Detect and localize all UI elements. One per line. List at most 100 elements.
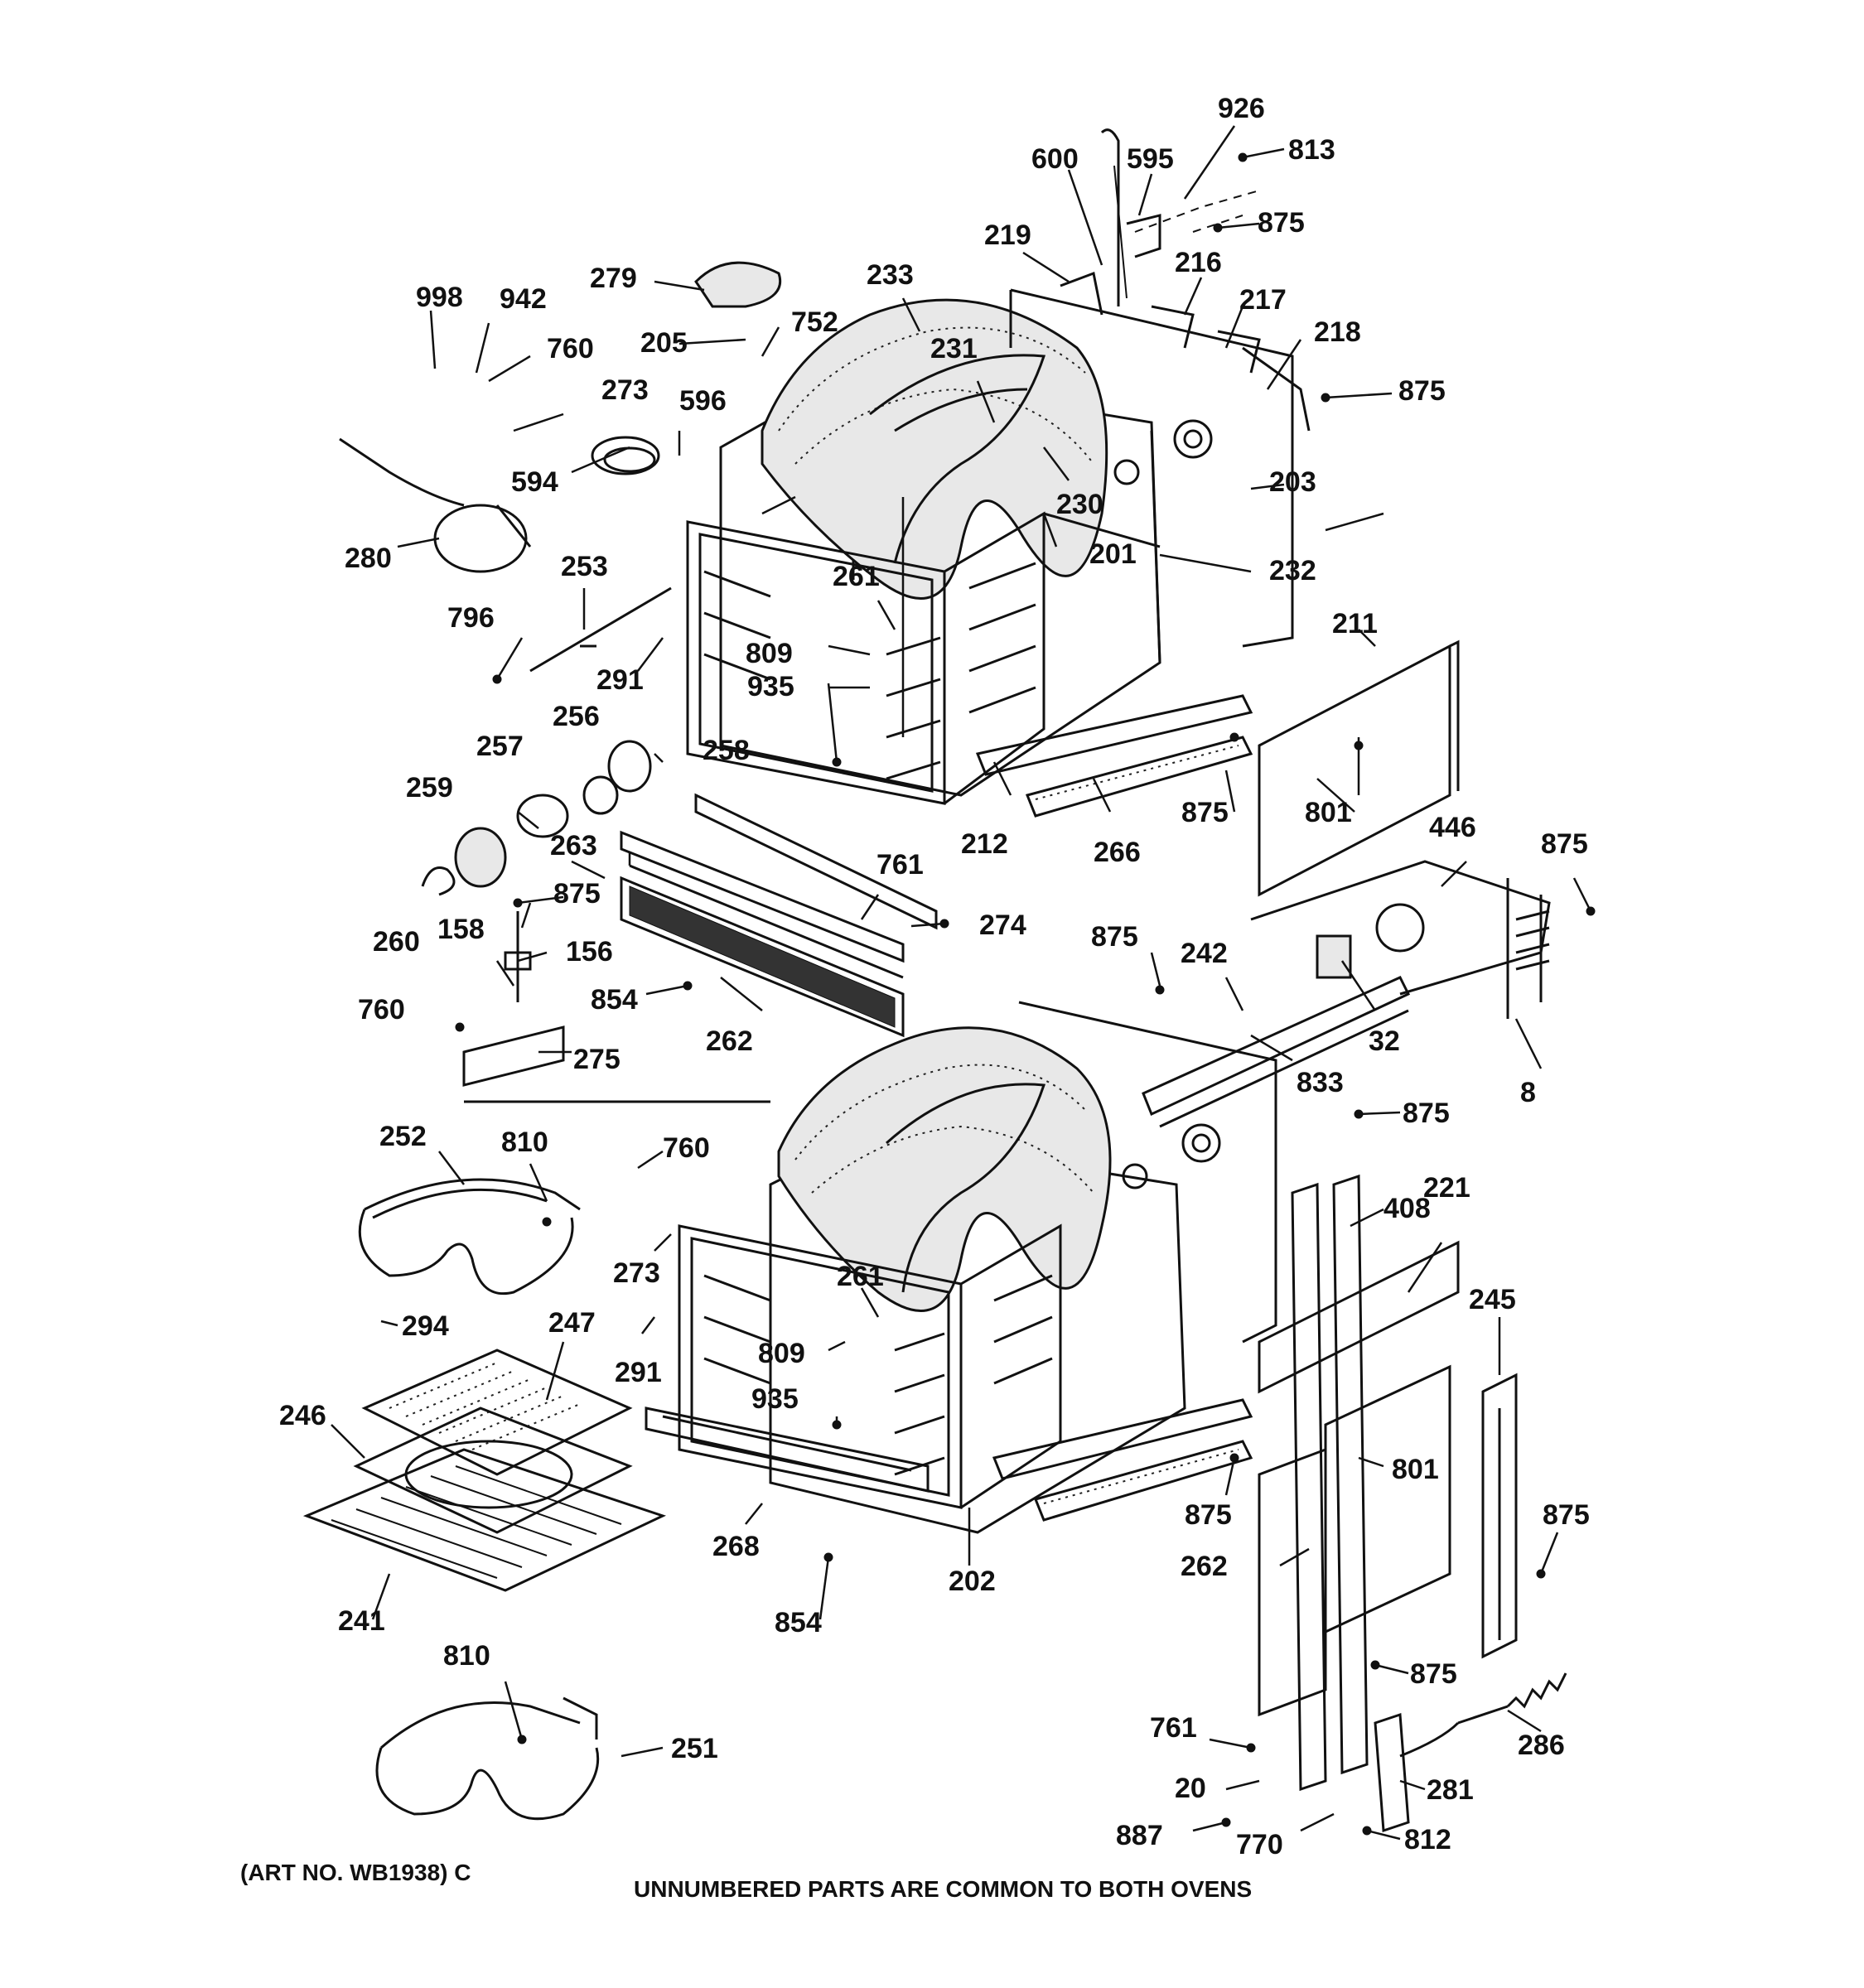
- left-components: [302, 261, 781, 1821]
- label-761: 761: [1150, 1712, 1197, 1744]
- label-221: 221: [1423, 1172, 1470, 1204]
- label-595: 595: [1127, 143, 1174, 175]
- label-809: 809: [758, 1338, 805, 1369]
- label-286: 286: [1518, 1730, 1565, 1761]
- label-408: 408: [1384, 1193, 1431, 1224]
- label-212: 212: [961, 828, 1008, 860]
- label-596: 596: [679, 385, 727, 417]
- label-998: 998: [416, 282, 463, 313]
- label-263: 263: [550, 830, 597, 861]
- label-241: 241: [338, 1605, 385, 1637]
- label-291: 291: [596, 664, 644, 696]
- label-291: 291: [615, 1357, 662, 1388]
- label-279: 279: [590, 263, 637, 294]
- fasteners: [455, 152, 1596, 1836]
- label-273: 273: [601, 374, 649, 406]
- lower-oven-assembly: [645, 1001, 1277, 1534]
- top-hardware: [1100, 128, 1260, 306]
- label-446: 446: [1429, 812, 1476, 843]
- label-268: 268: [712, 1531, 760, 1562]
- label-8: 8: [1520, 1077, 1536, 1108]
- label-253: 253: [561, 551, 608, 582]
- label-875: 875: [1258, 207, 1305, 239]
- label-887: 887: [1116, 1820, 1163, 1851]
- label-273: 273: [613, 1257, 660, 1289]
- label-935: 935: [751, 1383, 799, 1415]
- label-242: 242: [1181, 938, 1228, 969]
- label-32: 32: [1369, 1025, 1400, 1057]
- label-875: 875: [1185, 1499, 1232, 1531]
- upper-oven-assembly: [686, 271, 1311, 818]
- right-panels: [1142, 639, 1567, 1833]
- label-761: 761: [876, 849, 924, 881]
- label-275: 275: [573, 1044, 621, 1075]
- label-854: 854: [775, 1607, 822, 1638]
- label-260: 260: [373, 926, 420, 958]
- label-211: 211: [1332, 608, 1378, 639]
- label-875: 875: [1541, 828, 1588, 860]
- label-219: 219: [984, 220, 1031, 251]
- label-20: 20: [1175, 1773, 1206, 1804]
- label-935: 935: [747, 671, 794, 702]
- label-875: 875: [1410, 1658, 1457, 1690]
- label-218: 218: [1314, 316, 1361, 348]
- label-813: 813: [1288, 134, 1335, 166]
- common-parts-note: UNNUMBERED PARTS ARE COMMON TO BOTH OVEN…: [634, 1876, 1252, 1902]
- label-796: 796: [447, 602, 495, 634]
- label-256: 256: [553, 701, 600, 732]
- label-202: 202: [949, 1566, 996, 1597]
- label-942: 942: [500, 283, 547, 315]
- label-233: 233: [867, 259, 914, 291]
- art-number: (ART NO. WB1938) C: [240, 1860, 471, 1885]
- label-259: 259: [406, 772, 453, 803]
- label-760: 760: [663, 1132, 710, 1164]
- label-760: 760: [358, 994, 405, 1025]
- label-232: 232: [1269, 555, 1316, 586]
- label-266: 266: [1094, 837, 1141, 868]
- label-201: 201: [1089, 538, 1137, 570]
- label-875: 875: [553, 878, 601, 910]
- label-926: 926: [1218, 93, 1265, 124]
- label-217: 217: [1239, 284, 1287, 316]
- label-258: 258: [703, 735, 750, 766]
- label-261: 261: [833, 561, 880, 592]
- label-252: 252: [379, 1121, 427, 1152]
- label-280: 280: [345, 543, 392, 574]
- label-801: 801: [1305, 797, 1352, 828]
- label-203: 203: [1269, 466, 1316, 498]
- label-594: 594: [511, 466, 558, 498]
- label-760: 760: [547, 333, 594, 364]
- label-247: 247: [548, 1307, 596, 1339]
- label-251: 251: [671, 1733, 718, 1764]
- label-810: 810: [501, 1127, 548, 1158]
- label-770: 770: [1236, 1829, 1283, 1860]
- label-875: 875: [1398, 375, 1446, 407]
- label-294: 294: [402, 1310, 449, 1342]
- label-156: 156: [566, 936, 613, 967]
- label-875: 875: [1181, 797, 1229, 828]
- center-trim-assembly: [620, 793, 938, 1038]
- label-281: 281: [1427, 1774, 1474, 1806]
- label-801: 801: [1392, 1454, 1439, 1485]
- label-833: 833: [1297, 1067, 1344, 1098]
- label-261: 261: [837, 1261, 884, 1292]
- label-257: 257: [476, 731, 524, 762]
- label-854: 854: [591, 984, 638, 1016]
- label-752: 752: [791, 306, 838, 338]
- label-875: 875: [1091, 921, 1138, 953]
- label-262: 262: [706, 1025, 753, 1057]
- label-230: 230: [1056, 489, 1103, 520]
- label-812: 812: [1404, 1824, 1451, 1855]
- label-274: 274: [979, 910, 1026, 941]
- label-810: 810: [443, 1640, 490, 1672]
- label-875: 875: [1403, 1098, 1450, 1129]
- leader-lines: [331, 125, 1592, 1841]
- label-246: 246: [279, 1400, 326, 1431]
- label-600: 600: [1031, 143, 1079, 175]
- label-231: 231: [930, 333, 978, 364]
- label-809: 809: [746, 638, 793, 669]
- label-158: 158: [437, 914, 485, 945]
- part-number-labels: 926 600 595 813 875 219 216 217 218 875 …: [279, 93, 1590, 1860]
- label-262: 262: [1181, 1551, 1228, 1582]
